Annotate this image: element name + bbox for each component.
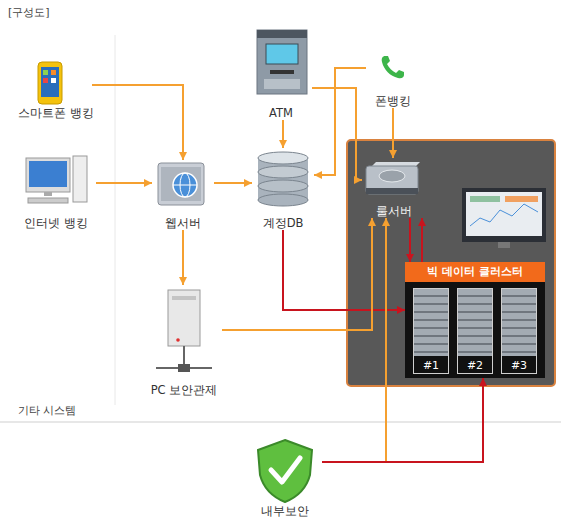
phone-screen [41, 67, 59, 97]
banking-channel: 스마트폰 뱅킹 [20, 60, 92, 120]
screen-bar [470, 196, 500, 202]
app-icon [43, 78, 48, 83]
screen-bar [505, 196, 538, 202]
data-flow-arrow [283, 230, 405, 310]
monitor-screen [29, 161, 67, 187]
rule-server-strip [366, 188, 418, 194]
atm-body [257, 30, 307, 94]
db-disk [258, 152, 308, 164]
app-icon [51, 78, 56, 83]
data-flow-arrow [312, 88, 362, 180]
phone-handset [382, 56, 404, 78]
node-label: #3 [502, 356, 536, 373]
network-hub [178, 364, 190, 372]
banking-channel: 인터넷 뱅킹 [16, 155, 96, 230]
data-flow-arrow [322, 218, 386, 462]
node-label: 웹서버 [165, 216, 201, 230]
drive-bay [172, 296, 196, 300]
app-icon [51, 70, 56, 75]
monitor-screen [466, 192, 542, 236]
node-label: 내부보안 [261, 504, 309, 518]
rule-server-box [366, 166, 418, 194]
monitor-frame [462, 188, 546, 242]
db-disk [258, 180, 308, 192]
atm-keypad [264, 79, 300, 89]
data-flow-arrow [421, 218, 423, 262]
data-flow-arrow [222, 218, 372, 330]
globe-icon [173, 173, 197, 197]
power-led [176, 338, 180, 342]
atm-screen [266, 44, 298, 64]
internal-security: 내부보안 [248, 438, 322, 518]
data-flow-arrow [182, 230, 184, 285]
server-box [158, 163, 204, 205]
data-flow-arrow [409, 218, 411, 262]
globe-icon [173, 185, 197, 186]
app-icon [43, 70, 48, 75]
cluster-server: #2 [457, 288, 493, 374]
data-flow-arrow [96, 182, 152, 184]
pc-tower [73, 156, 87, 202]
zone-label: 기타 시스템 [18, 403, 77, 418]
server-panel [161, 167, 201, 201]
node-label: PC 보안관제 [151, 383, 218, 397]
cluster-box: 빅 데이터 클러스터 #1 #2 #3 [405, 262, 545, 378]
pc-tower [168, 290, 200, 346]
data-flow-arrow [392, 108, 394, 158]
web-server: 웹서버 [152, 160, 214, 230]
node-label: 계정DB [263, 216, 304, 230]
data-flow-arrow [282, 120, 284, 148]
divider-line [115, 35, 116, 405]
data-flow-arrow [92, 85, 183, 160]
node-label: ATM [269, 106, 293, 120]
monitor-stand [44, 192, 52, 196]
shield-icon [258, 440, 312, 502]
diagram-title: [구성도] [8, 5, 50, 20]
node-label: #1 [414, 356, 448, 373]
node-label: 빅 데이터 클러스터 [405, 262, 545, 282]
rule-server: 룰서버 [362, 158, 426, 218]
zone-panel [347, 140, 555, 386]
data-flow-arrow [314, 68, 366, 175]
node-label: 폰뱅킹 [375, 94, 411, 108]
cluster-server: #1 [413, 288, 449, 374]
account-db: 계정DB [252, 148, 314, 230]
check-mark [271, 458, 300, 482]
atm-terminal: ATM [250, 28, 312, 120]
data-flow-arrow [214, 182, 252, 184]
screen-graph [470, 204, 538, 226]
node-label: 인터넷 뱅킹 [24, 216, 88, 230]
monitor-stand [498, 242, 510, 248]
monitor-frame [26, 158, 70, 192]
security-monitor: PC 보안관제 [146, 285, 222, 397]
node-label: #2 [458, 356, 492, 373]
node-label: 룰서버 [376, 204, 412, 218]
phone-channel: 폰뱅킹 [366, 52, 420, 108]
db-disk [258, 194, 308, 206]
cluster-server: #3 [501, 288, 537, 374]
db-disk [258, 166, 308, 178]
phone-body [38, 62, 62, 104]
keyboard [28, 198, 68, 203]
atm-slot [270, 70, 294, 74]
divider-line [0, 422, 561, 423]
data-flow-arrow [322, 378, 483, 462]
node-label: 스마트폰 뱅킹 [18, 106, 94, 120]
atm-top [257, 30, 307, 38]
rule-server-disc [379, 170, 405, 182]
